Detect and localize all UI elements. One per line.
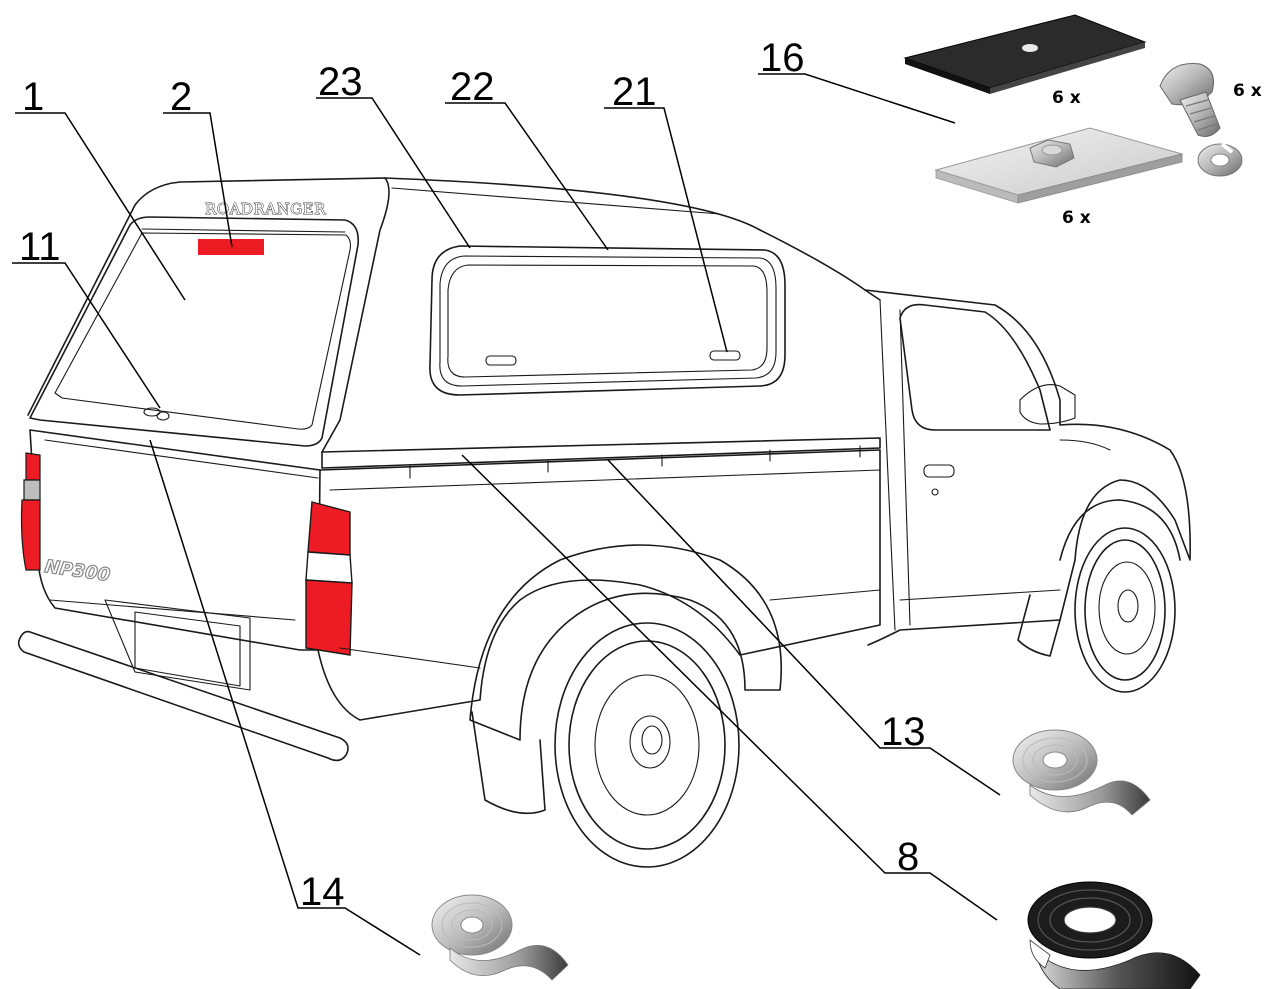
tail-light-right	[305, 501, 353, 656]
rear-bumper	[17, 630, 349, 762]
callout-13: 13	[881, 710, 926, 754]
plate-quantity: 6 x	[1052, 88, 1081, 108]
seal-tape-roll-14	[427, 880, 572, 986]
side-mirror	[1019, 384, 1076, 425]
rear-fender-flare	[469, 544, 782, 741]
callout-8: 8	[897, 835, 919, 879]
rear-window-glass	[54, 232, 352, 430]
callout-22: 22	[450, 65, 495, 109]
tail-light-left	[20, 452, 41, 571]
bolt-quantity: 6 x	[1233, 81, 1262, 101]
callout-leaders	[12, 73, 1001, 956]
side-window-latch	[709, 350, 741, 361]
callout-21: 21	[612, 70, 657, 114]
front-tire	[1074, 527, 1176, 693]
callout-14: 14	[300, 870, 345, 914]
callout-2: 2	[170, 75, 192, 119]
cab-window	[899, 303, 1051, 431]
callout-1: 1	[22, 75, 44, 119]
rear-wheel-rim	[594, 674, 700, 816]
callout-16: 16	[760, 36, 805, 80]
canopy-rail	[321, 437, 881, 469]
black-seal-tape-roll-8	[1027, 881, 1201, 989]
callout-23: 23	[318, 60, 363, 104]
spring-washer	[1197, 142, 1243, 177]
brand-logo: ROADRANGER	[205, 200, 326, 218]
side-window-latch-left	[485, 355, 517, 366]
callout-labels: 1 2 11 23 22 21 16 13 8 14	[19, 36, 926, 914]
bed-side	[317, 449, 881, 721]
canopy-shell	[27, 177, 881, 416]
side-window	[429, 245, 786, 396]
nut-plate-quantity: 6 x	[1062, 208, 1091, 228]
rear-tire	[554, 622, 740, 868]
front-wheel-rim	[1098, 561, 1156, 655]
cab	[864, 289, 1191, 646]
nut-plate	[934, 127, 1184, 204]
model-badge: NP300	[43, 556, 111, 586]
rear-window-frame	[29, 216, 360, 447]
door-handle	[923, 464, 955, 478]
seal-tape-roll-13	[1008, 720, 1155, 828]
brake-light	[198, 239, 264, 255]
bolt	[1159, 62, 1221, 137]
callout-11: 11	[19, 225, 61, 269]
rubber-plate	[903, 14, 1147, 94]
mounting-hardware-kit: 6 x 6 x 6 x	[903, 14, 1262, 228]
rear-lock	[143, 407, 170, 421]
